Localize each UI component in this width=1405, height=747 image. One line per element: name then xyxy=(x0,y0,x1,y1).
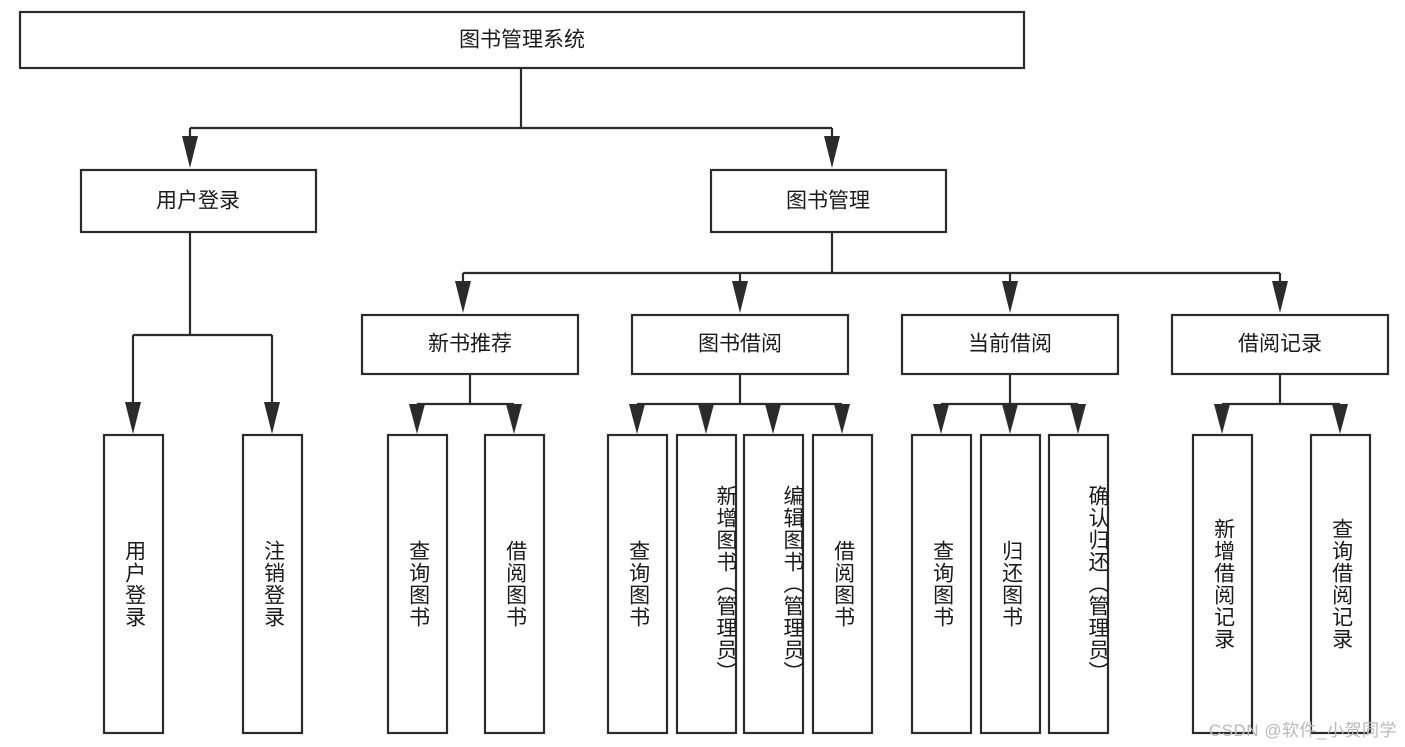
node-label: 用户登录 xyxy=(156,190,240,213)
arrow-head-icon xyxy=(1002,281,1018,313)
node-user-login[interactable]: 用户登录 xyxy=(79,168,318,234)
node-box[interactable] xyxy=(630,313,850,376)
arrow-head-icon xyxy=(1214,404,1230,434)
node-box[interactable] xyxy=(1170,313,1390,376)
node-box[interactable] xyxy=(709,168,948,234)
node-label: 图书管理 xyxy=(786,190,870,213)
arrow-head-icon xyxy=(506,404,522,434)
arrow-head-icon xyxy=(1272,281,1288,313)
node-root[interactable]: 图书管理系统 xyxy=(18,10,1026,70)
arrow-head-icon xyxy=(1332,404,1348,434)
connector-user-login-to-leaves xyxy=(125,232,280,434)
arrow-head-icon xyxy=(824,136,840,168)
arrow-head-icon xyxy=(732,281,748,313)
node-box-leaf-borrow-book-1[interactable] xyxy=(483,433,546,735)
node-box-leaf-add-book[interactable] xyxy=(675,433,738,735)
arrow-head-icon xyxy=(264,402,280,434)
node-label: 借阅记录 xyxy=(1238,333,1322,356)
node-box-leaf-add-record[interactable] xyxy=(1191,433,1254,735)
node-box[interactable] xyxy=(79,168,318,234)
arrow-head-icon xyxy=(765,404,781,434)
arrow-head-icon xyxy=(1002,404,1018,434)
node-box-leaf-borrow-book-2[interactable] xyxy=(811,433,874,735)
arrow-head-icon xyxy=(409,404,425,434)
connector-book-manage-to-level3 xyxy=(455,232,1288,313)
arrow-head-icon xyxy=(933,404,949,434)
arrow-head-icon xyxy=(455,281,471,313)
connector-borrow-record-to-leaves xyxy=(1214,374,1348,434)
node-book-borrow[interactable]: 图书借阅 xyxy=(630,313,850,376)
node-box-leaf-query-record[interactable] xyxy=(1309,433,1372,735)
arrow-head-icon xyxy=(834,404,850,434)
node-current-borrow[interactable]: 当前借阅 xyxy=(900,313,1120,376)
node-book-manage[interactable]: 图书管理 xyxy=(709,168,948,234)
node-label: 新书推荐 xyxy=(428,333,512,356)
node-box-leaf-query-book-2[interactable] xyxy=(606,433,669,735)
connector-new-book-recommend-to-leaves xyxy=(409,374,522,434)
node-box-leaf-edit-book[interactable] xyxy=(742,433,805,735)
node-box[interactable] xyxy=(900,313,1120,376)
node-box[interactable] xyxy=(360,313,580,376)
node-label: 当前借阅 xyxy=(968,333,1052,356)
node-box-leaf-query-book-1[interactable] xyxy=(386,433,449,735)
watermark: CSDN @软件_小贺同学 xyxy=(1208,721,1397,740)
node-box-leaf-user-login[interactable] xyxy=(102,433,165,735)
node-new-book-recommend[interactable]: 新书推荐 xyxy=(360,313,580,376)
connector-current-borrow-to-leaves xyxy=(933,374,1086,434)
node-box-leaf-return-book[interactable] xyxy=(979,433,1042,735)
node-box[interactable] xyxy=(18,10,1026,70)
arrow-head-icon xyxy=(182,136,198,168)
arrow-head-icon xyxy=(698,404,714,434)
node-label: 图书借阅 xyxy=(698,333,782,356)
node-borrow-record[interactable]: 借阅记录 xyxy=(1170,313,1390,376)
node-box-leaf-user-logout[interactable] xyxy=(241,433,304,735)
connector-root-to-level2 xyxy=(182,68,840,168)
node-box-leaf-query-book-3[interactable] xyxy=(910,433,973,735)
node-box-leaf-confirm-return[interactable] xyxy=(1047,433,1110,735)
node-label: 图书管理系统 xyxy=(459,29,585,52)
arrow-head-icon xyxy=(1070,404,1086,434)
arrow-head-icon xyxy=(629,404,645,434)
connector-book-borrow-to-leaves xyxy=(629,374,850,434)
arrow-head-icon xyxy=(125,402,141,434)
